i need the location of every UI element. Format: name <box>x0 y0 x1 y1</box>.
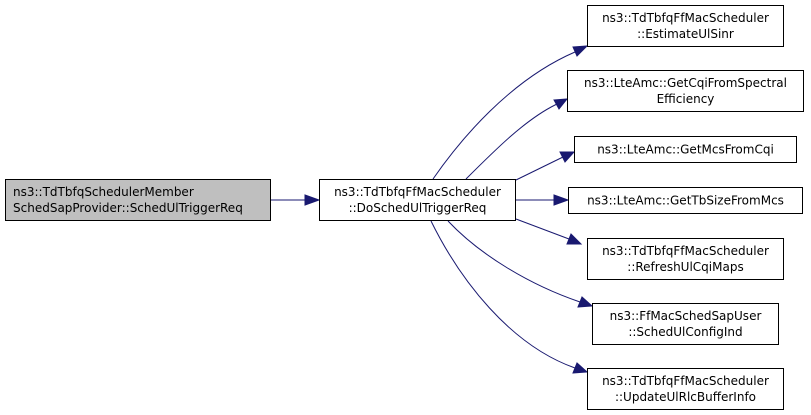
node-box <box>574 136 797 163</box>
arrowhead-updateulrlcbufferinfo <box>572 362 589 374</box>
node-label-line-1: ns3::TdTbfqFfMacScheduler <box>602 374 769 388</box>
node-getmcsfromcqi[interactable]: ns3::LteAmc::GetMcsFromCqi <box>574 136 797 163</box>
node-label-line-2: SchedSapProvider::SchedUlTriggerReq <box>13 201 243 215</box>
node-box <box>568 187 803 214</box>
node-label-line-1: ns3::TdTbfqFfMacScheduler <box>602 244 769 258</box>
node-box <box>587 5 784 47</box>
edge-to-estimateulsinr <box>432 51 576 180</box>
arrowhead-estimateulsinr <box>572 45 589 57</box>
node-box <box>5 179 271 221</box>
node-box <box>567 70 804 112</box>
node-label-line-2: ::UpdateUlRlcBufferInfo <box>615 390 756 404</box>
node-box <box>319 179 516 221</box>
node-label-line-1: ns3::LteAmc::GetMcsFromCqi <box>597 143 774 157</box>
node-label-line-1: ns3::TdTbfqFfMacScheduler <box>334 185 501 199</box>
node-label-line-1: ns3::LteAmc::GetCqiFromSpectral <box>584 76 787 90</box>
node-estimateulsinr[interactable]: ns3::TdTbfqFfMacScheduler ::EstimateUlSi… <box>587 5 784 47</box>
node-box <box>592 303 779 345</box>
arrowhead-refreshulcqimaps <box>566 233 583 245</box>
node-gettbsizefrommcs[interactable]: ns3::LteAmc::GetTbSizeFromMcs <box>568 187 803 214</box>
node-label-line-2: ::DoSchedUlTriggerReq <box>349 201 487 215</box>
node-label-line-2: ::SchedUlConfigInd <box>628 325 742 339</box>
node-box <box>587 368 784 410</box>
node-schedultriggerreq-root[interactable]: ns3::TdTbfqSchedulerMember SchedSapProvi… <box>5 179 271 221</box>
node-label-line-1: ns3::FfMacSchedSapUser <box>610 309 762 323</box>
arrowhead-schedulconfigind <box>577 296 594 308</box>
node-label-line-1: ns3::TdTbfqSchedulerMember <box>13 185 194 199</box>
node-label-line-1: ns3::LteAmc::GetTbSizeFromMcs <box>587 194 784 208</box>
node-schedulconfigind[interactable]: ns3::FfMacSchedSapUser ::SchedUlConfigIn… <box>592 303 779 345</box>
node-box <box>587 238 784 280</box>
node-getcqifromspectralefficiency[interactable]: ns3::LteAmc::GetCqiFromSpectral Efficien… <box>567 70 804 112</box>
arrowhead-doschedultriggerreq <box>304 194 321 206</box>
nodes: ns3::TdTbfqSchedulerMember SchedSapProvi… <box>5 5 804 410</box>
node-label-line-1: ns3::TdTbfqFfMacScheduler <box>602 11 769 25</box>
node-label-line-2: Efficiency <box>657 92 715 106</box>
edges <box>270 45 594 374</box>
node-updateulrlcbufferinfo[interactable]: ns3::TdTbfqFfMacScheduler ::UpdateUlRlcB… <box>587 368 784 410</box>
arrowhead-getcqifromspectralefficiency <box>553 98 569 110</box>
arrowhead-getmcsfromcqi <box>559 151 576 163</box>
edge-to-getcqifromspectralefficiency <box>465 103 558 180</box>
edge-to-updateulrlcbufferinfo <box>430 220 576 369</box>
node-refreshulcqimaps[interactable]: ns3::TdTbfqFfMacScheduler ::RefreshUlCqi… <box>587 238 784 280</box>
arrowhead-gettbsizefrommcs <box>553 194 570 206</box>
node-label-line-2: ::RefreshUlCqiMaps <box>627 260 743 274</box>
node-label-line-2: ::EstimateUlSinr <box>637 27 734 41</box>
edge-to-getmcsfromcqi <box>515 156 564 181</box>
node-doschedultriggerreq[interactable]: ns3::TdTbfqFfMacScheduler ::DoSchedUlTri… <box>319 179 516 221</box>
edge-to-schedulconfigind <box>447 220 581 303</box>
edge-to-refreshulcqimaps <box>515 218 570 240</box>
